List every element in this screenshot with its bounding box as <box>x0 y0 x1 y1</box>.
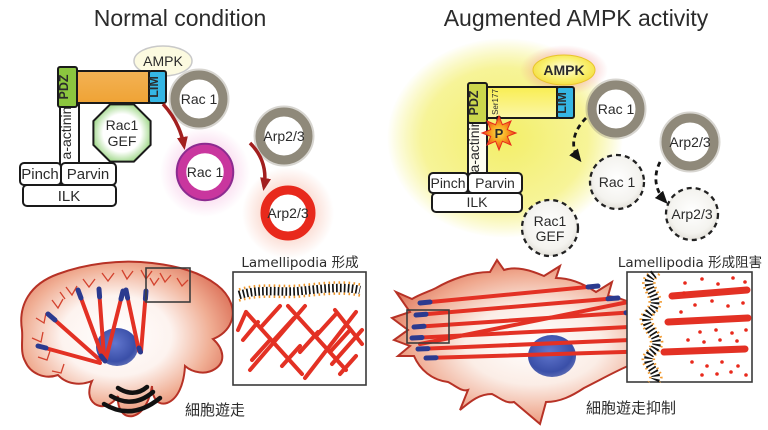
blocked-arrow-rac1 <box>569 117 588 163</box>
lim-box <box>148 70 167 104</box>
a-actinin-complex-right: a-actinin PDZ LIM Ser177 P <box>466 82 575 175</box>
rac1-inactive-circle <box>170 70 228 128</box>
rac1-dashed-label: Rac 1 <box>599 174 636 190</box>
a-actinin-label-right: a-actinin <box>466 120 482 173</box>
bundled-fibers <box>660 286 752 356</box>
actin-network <box>236 304 364 380</box>
rac1-gef-dashed-circle: Rac1 GEF <box>520 198 580 258</box>
phospho-label: P <box>495 126 504 141</box>
pdz-box-right <box>467 82 488 124</box>
parvin-label-right: Parvin <box>475 175 515 191</box>
a-actinin-complex-left: a-actinin PDZ LIM <box>57 66 167 166</box>
zoom-rectangle-right <box>406 309 450 344</box>
right-panel: Augmented AMPK activity AMPK a-actinin P… <box>387 5 762 426</box>
rac1-inactive-label-right: Rac 1 <box>598 101 635 117</box>
migrating-cell <box>20 260 234 418</box>
ilk-pinch-parvin-left: Pinch Parvin ILK <box>19 162 117 207</box>
inset-label-left: Lamellipodia 形成 <box>241 255 358 271</box>
pinch-label-right: Pinch <box>430 175 465 191</box>
rac1-gef-right-label-1: Rac1 <box>534 213 567 229</box>
blocked-arrow-arp23 <box>654 161 668 204</box>
rac1-gef-right-label-2: GEF <box>536 228 565 244</box>
parvin-label: Parvin <box>67 166 110 183</box>
cortical-actin-marks <box>31 269 189 374</box>
ilk-pinch-parvin-right: Pinch Parvin ILK <box>428 172 523 213</box>
pdz-label-right: PDZ <box>467 90 481 115</box>
arp23-active-circle <box>260 185 316 241</box>
pinch-label: Pinch <box>21 166 59 183</box>
arp23-dashed-circle <box>664 186 720 242</box>
activation-arrow-arp23 <box>248 141 271 191</box>
ilk-box-right <box>431 192 523 213</box>
pdz-box <box>57 66 78 108</box>
zoom-rectangle-left <box>145 267 191 303</box>
ampk-ellipse-right: AMPK <box>532 54 596 86</box>
ilk-label-right: ILK <box>466 194 488 210</box>
left-panel: Normal condition AMPK a-actinin PDZ LIM … <box>19 5 367 419</box>
rac1-gef-label-2: GEF <box>108 133 137 149</box>
ampk-ellipse-left: AMPK <box>133 45 193 77</box>
static-cell <box>389 258 679 426</box>
rac1-active-label: Rac 1 <box>187 164 224 180</box>
activation-arrow-rac1 <box>161 102 188 150</box>
membrane-zipper-right <box>639 270 664 385</box>
caption-left: 細胞遊走 <box>185 401 245 419</box>
rac1-gef-octagon: Rac1 GEF <box>92 103 152 163</box>
molecules-right: Rac 1 Arp2/3 Rac 1 Arp2/3 <box>585 78 721 242</box>
phospho-starburst-icon <box>480 114 518 152</box>
a-actinin-label: a-actinin <box>58 107 74 160</box>
arp23-active-label: Arp2/3 <box>267 205 308 221</box>
ampk-label-left: AMPK <box>143 53 183 69</box>
inset-right: Lamellipodia 形成阻害 <box>618 255 762 385</box>
ilk-label: ILK <box>58 188 81 205</box>
rac1-inactive-label: Rac 1 <box>181 91 218 107</box>
actin-monomer-dots <box>679 276 748 377</box>
right-panel-title: Augmented AMPK activity <box>444 5 709 31</box>
rod-domain-box <box>76 70 150 104</box>
lim-label-right: LIM <box>555 92 569 114</box>
inset-left: Lamellipodia 形成 <box>232 255 367 386</box>
arp23-inactive-circle <box>255 107 313 165</box>
lim-label: LIM <box>147 76 161 98</box>
caption-right: 細胞遊走抑制 <box>586 399 676 417</box>
rac1-inactive-circle-right <box>587 80 645 138</box>
rac1-gef-label-1: Rac1 <box>106 117 139 133</box>
arp23-dashed-label: Arp2/3 <box>671 206 712 222</box>
rac1-active-circle <box>177 144 233 200</box>
left-panel-title: Normal condition <box>94 5 267 31</box>
lim-box-right <box>556 86 575 119</box>
migration-waves-icon <box>101 384 163 414</box>
arp23-inactive-circle-right <box>661 113 719 171</box>
ampk-label-right: AMPK <box>543 62 584 78</box>
inset-label-right: Lamellipodia 形成阻害 <box>618 255 762 271</box>
arp23-inactive-label-right: Arp2/3 <box>669 134 710 150</box>
ser177-label: Ser177 <box>491 89 500 115</box>
ilk-box <box>22 184 117 207</box>
arp23-inactive-label: Arp2/3 <box>263 128 304 144</box>
pdz-label: PDZ <box>57 74 71 99</box>
membrane-zipper-left <box>237 281 361 302</box>
rac1-dashed-circle <box>588 153 646 211</box>
molecules-left: Rac 1 Arp2/3 Rac 1 Arp2/3 <box>168 68 316 241</box>
